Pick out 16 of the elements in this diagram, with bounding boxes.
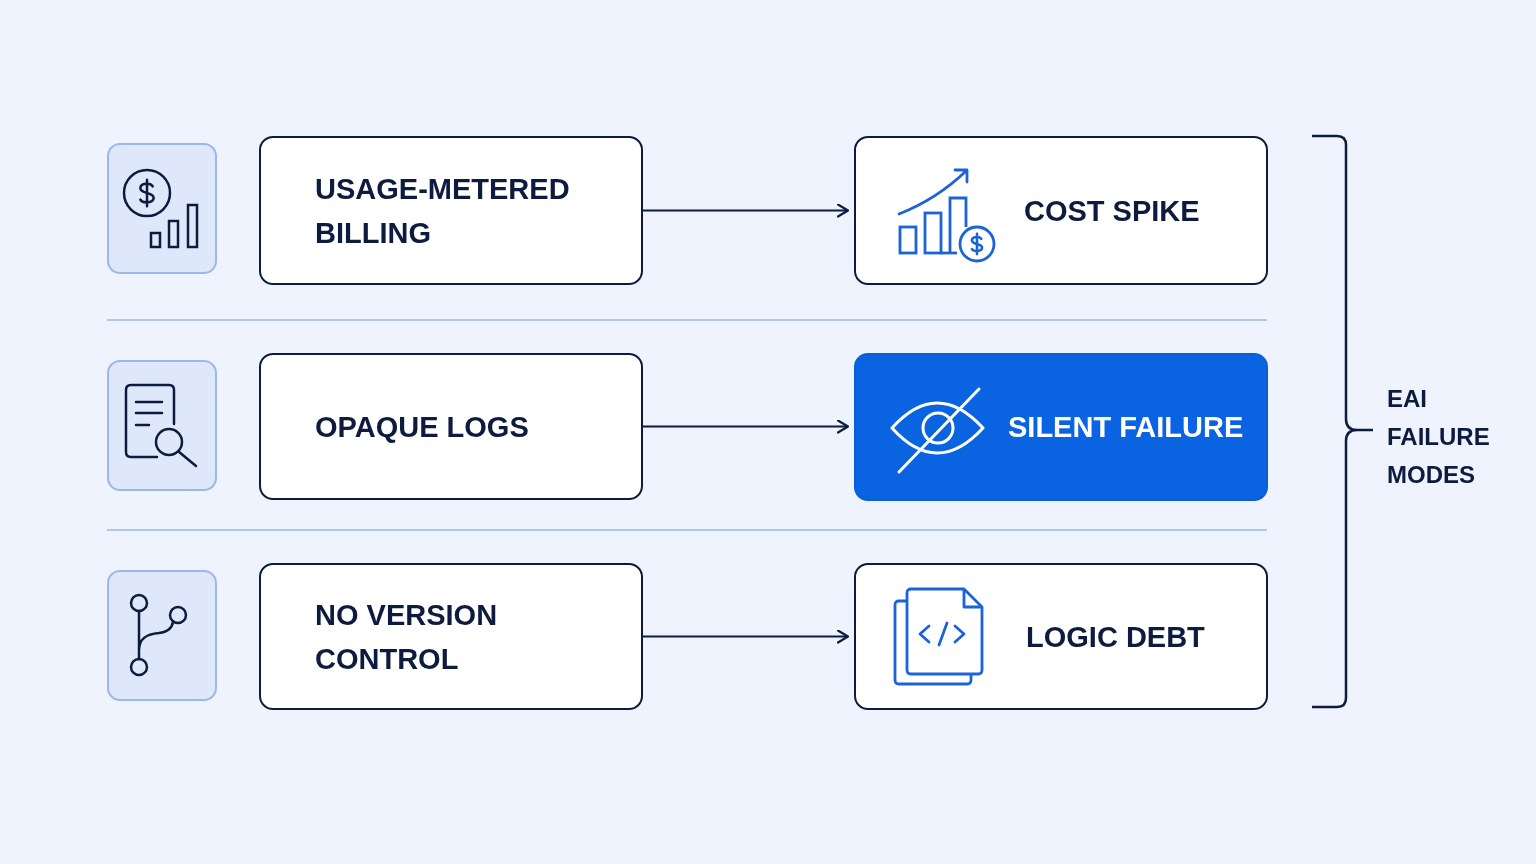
box-label: OPAQUE LOGS: [315, 409, 530, 445]
bracket-label: EAI FAILURE MODES: [1387, 384, 1490, 490]
box-label: COST SPIKE: [1024, 193, 1201, 229]
process-box: [259, 353, 643, 500]
arrow: [643, 419, 850, 434]
process-box: [854, 563, 1268, 710]
process-box: [259, 563, 643, 710]
box-label: SILENT FAILURE: [1008, 410, 1245, 445]
arrow: [643, 203, 850, 218]
process-box: [854, 136, 1268, 285]
arrow: [643, 629, 850, 644]
box-label: NO VERSION CONTROL: [315, 597, 499, 677]
highlighted-box: [854, 353, 1268, 501]
box-label: USAGE-METERED BILLING: [315, 171, 571, 251]
box-label: LOGIC DEBT: [1026, 619, 1206, 655]
process-box: [259, 136, 643, 285]
